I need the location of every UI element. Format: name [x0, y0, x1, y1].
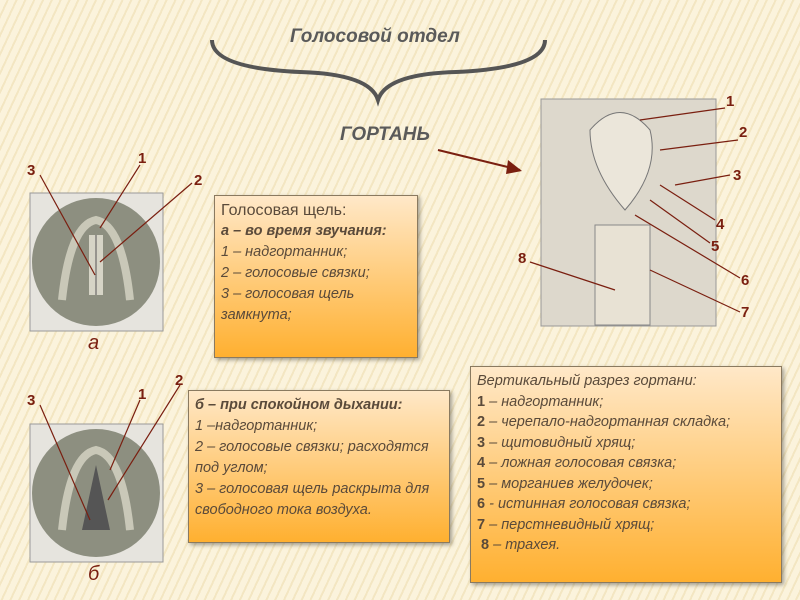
label-s-6: 6: [741, 272, 750, 289]
box-a-subheading: а – во время звучания:: [221, 223, 387, 239]
label-s-1: 1: [726, 93, 735, 110]
legend-text: – перстневидный хрящ;: [485, 516, 655, 533]
legend-text: – ложная голосовая связка;: [485, 455, 677, 471]
box-b-item: 2 – голосовые связки; расходятся под угл…: [195, 439, 429, 476]
arrow-head: [506, 160, 522, 174]
arrow: [437, 149, 521, 171]
label-s-4: 4: [716, 216, 725, 233]
legend-item: 8 – трахея.: [477, 535, 775, 556]
legend-item: 6 - истинная голосовая связка;: [477, 494, 775, 515]
legend-item: 5 – морганиев желудочек;: [477, 474, 775, 495]
box-a-item: 1 – надгортанник;: [221, 244, 348, 260]
box-phonation: Голосовая щель: а – во время звучания: 1…: [214, 195, 418, 358]
slide-title: Голосовой отдел: [290, 26, 460, 47]
legend-text: – черепало-надгортанная складка;: [485, 414, 731, 430]
legend-item: 3 – щитовидный хрящ;: [477, 433, 775, 454]
label-b-3: 3: [27, 392, 36, 409]
legend-text: – морганиев желудочек;: [485, 475, 653, 492]
label-s-5: 5: [711, 238, 720, 255]
label-a-3: 3: [27, 162, 36, 179]
label-a-1: 1: [138, 150, 147, 167]
legend-item: 2 – черепало-надгортанная складка;: [477, 412, 775, 433]
caption-b: б: [88, 563, 100, 585]
legend-item: 4 – ложная голосовая связка;: [477, 453, 775, 474]
legend-num: 8: [481, 537, 490, 553]
legend-text: – щитовидный хрящ;: [485, 434, 636, 451]
label-a-2: 2: [194, 172, 203, 189]
box-c-heading: Вертикальный разрез гортани:: [477, 373, 697, 389]
legend-text: – трахея.: [489, 537, 561, 553]
box-a-item: 2 – голосовые связки;: [221, 265, 370, 281]
label-s-8: 8: [518, 250, 527, 267]
label-s-3: 3: [733, 167, 742, 184]
brace: [210, 39, 547, 107]
legend-num: 6: [477, 496, 486, 512]
legend-num: 1: [477, 393, 486, 410]
legend-num: 4: [477, 455, 486, 471]
box-a-heading: Голосовая щель:: [221, 202, 347, 219]
box-breathing: б – при спокойном дыхании: 1 –надгортанн…: [188, 390, 450, 543]
legend-num: 3: [477, 434, 486, 451]
legend-item: 7 – перстневидный хрящ;: [477, 515, 775, 536]
legend-text: – надгортанник;: [485, 393, 604, 410]
legend-item: 1 – надгортанник;: [477, 392, 775, 413]
larynx-label: ГОРТАНЬ: [340, 124, 430, 145]
box-a-item: 3 – голосовая щель замкнута;: [221, 286, 355, 323]
box-section-legend: Вертикальный разрез гортани: 1 – надгорт…: [470, 366, 782, 583]
label-b-2: 2: [175, 372, 184, 389]
legend-text: - истинная голосовая связка;: [485, 496, 691, 512]
legend-num: 7: [477, 516, 486, 533]
box-b-heading: б – при спокойном дыхании:: [195, 397, 403, 413]
caption-a: а: [88, 332, 100, 354]
label-s-2: 2: [739, 124, 748, 141]
box-b-item: 3 – голосовая щель раскрыта для свободно…: [195, 481, 430, 518]
box-b-item: 1 –надгортанник;: [195, 418, 318, 434]
legend-num: 5: [477, 475, 486, 492]
label-b-1: 1: [138, 386, 147, 403]
legend-num: 2: [477, 414, 486, 430]
label-s-7: 7: [741, 304, 750, 321]
